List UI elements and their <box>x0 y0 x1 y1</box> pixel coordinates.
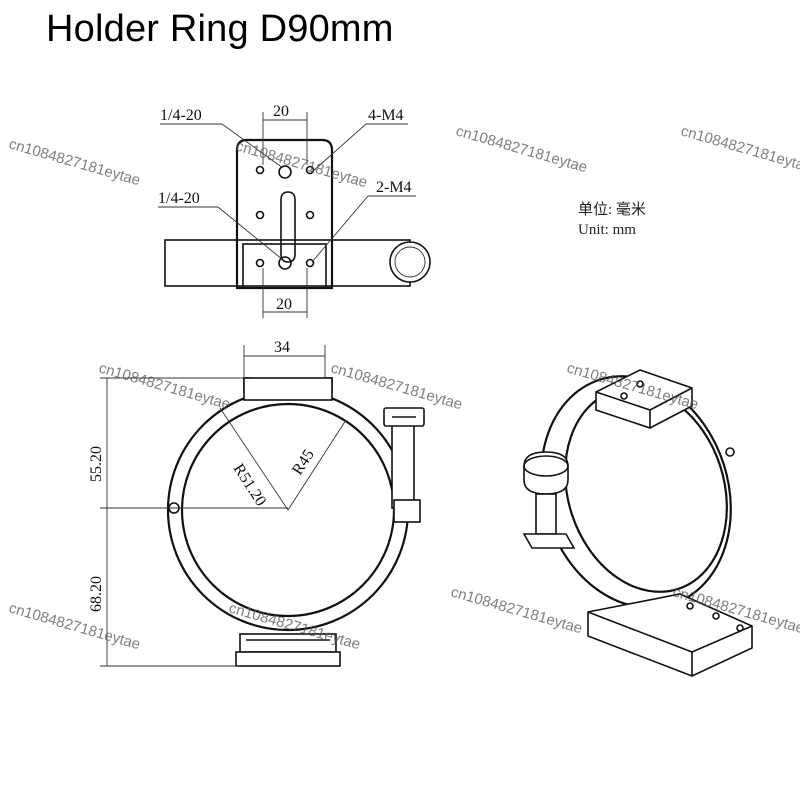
front-view-clamp-screw <box>391 419 415 509</box>
dim-width: 34 <box>274 339 290 356</box>
callout-thread-top: 1/4-20 <box>160 107 202 124</box>
dim-inner-radius: R45 <box>289 447 318 479</box>
dim-upper-height: 55.20 <box>88 446 105 482</box>
front-view-top-block <box>243 377 333 401</box>
dim-top-width: 20 <box>273 103 289 120</box>
watermark: cn1084827181eytae <box>97 360 232 414</box>
callout-thread-mid: 1/4-20 <box>158 190 200 207</box>
unit-legend: 单位: 毫米 Unit: mm <box>578 200 646 240</box>
iso-view-base <box>587 593 753 677</box>
watermark: cn1084827181eytae <box>449 584 584 638</box>
top-view-tube <box>164 239 411 287</box>
watermark: cn1084827181eytae <box>679 123 800 177</box>
watermark: cn1084827181eytae <box>7 600 142 654</box>
iso-view <box>522 369 753 677</box>
dim-lower-height: 68.20 <box>88 576 105 612</box>
callout-m4-mid: 2-M4 <box>376 179 412 196</box>
iso-view-top-block <box>595 369 693 429</box>
unit-label-en: Unit: mm <box>578 222 636 238</box>
watermark: cn1084827181eytae <box>234 138 369 192</box>
top-view-slot <box>280 191 296 263</box>
callout-m4-top: 4-M4 <box>368 107 404 124</box>
top-view-hole <box>278 165 292 179</box>
watermark: cn1084827181eytae <box>329 360 464 414</box>
unit-label-zh: 单位: 毫米 <box>578 202 646 218</box>
watermark: cn1084827181eytae <box>454 123 589 177</box>
top-view: 20 20 1/4-20 4-M4 1/4-20 2-M4 <box>158 103 431 318</box>
front-view: R51.20 R45 34 55.20 68.20 <box>88 339 425 667</box>
page-title: Holder Ring D90mm <box>46 8 394 50</box>
top-view-plate <box>235 138 334 290</box>
top-view-knob <box>389 241 431 283</box>
dim-bottom-width: 20 <box>276 296 292 313</box>
watermark: cn1084827181eytae <box>7 136 142 190</box>
iso-view-knob <box>523 451 569 495</box>
dim-outer-radius: R51.20 <box>230 461 270 509</box>
